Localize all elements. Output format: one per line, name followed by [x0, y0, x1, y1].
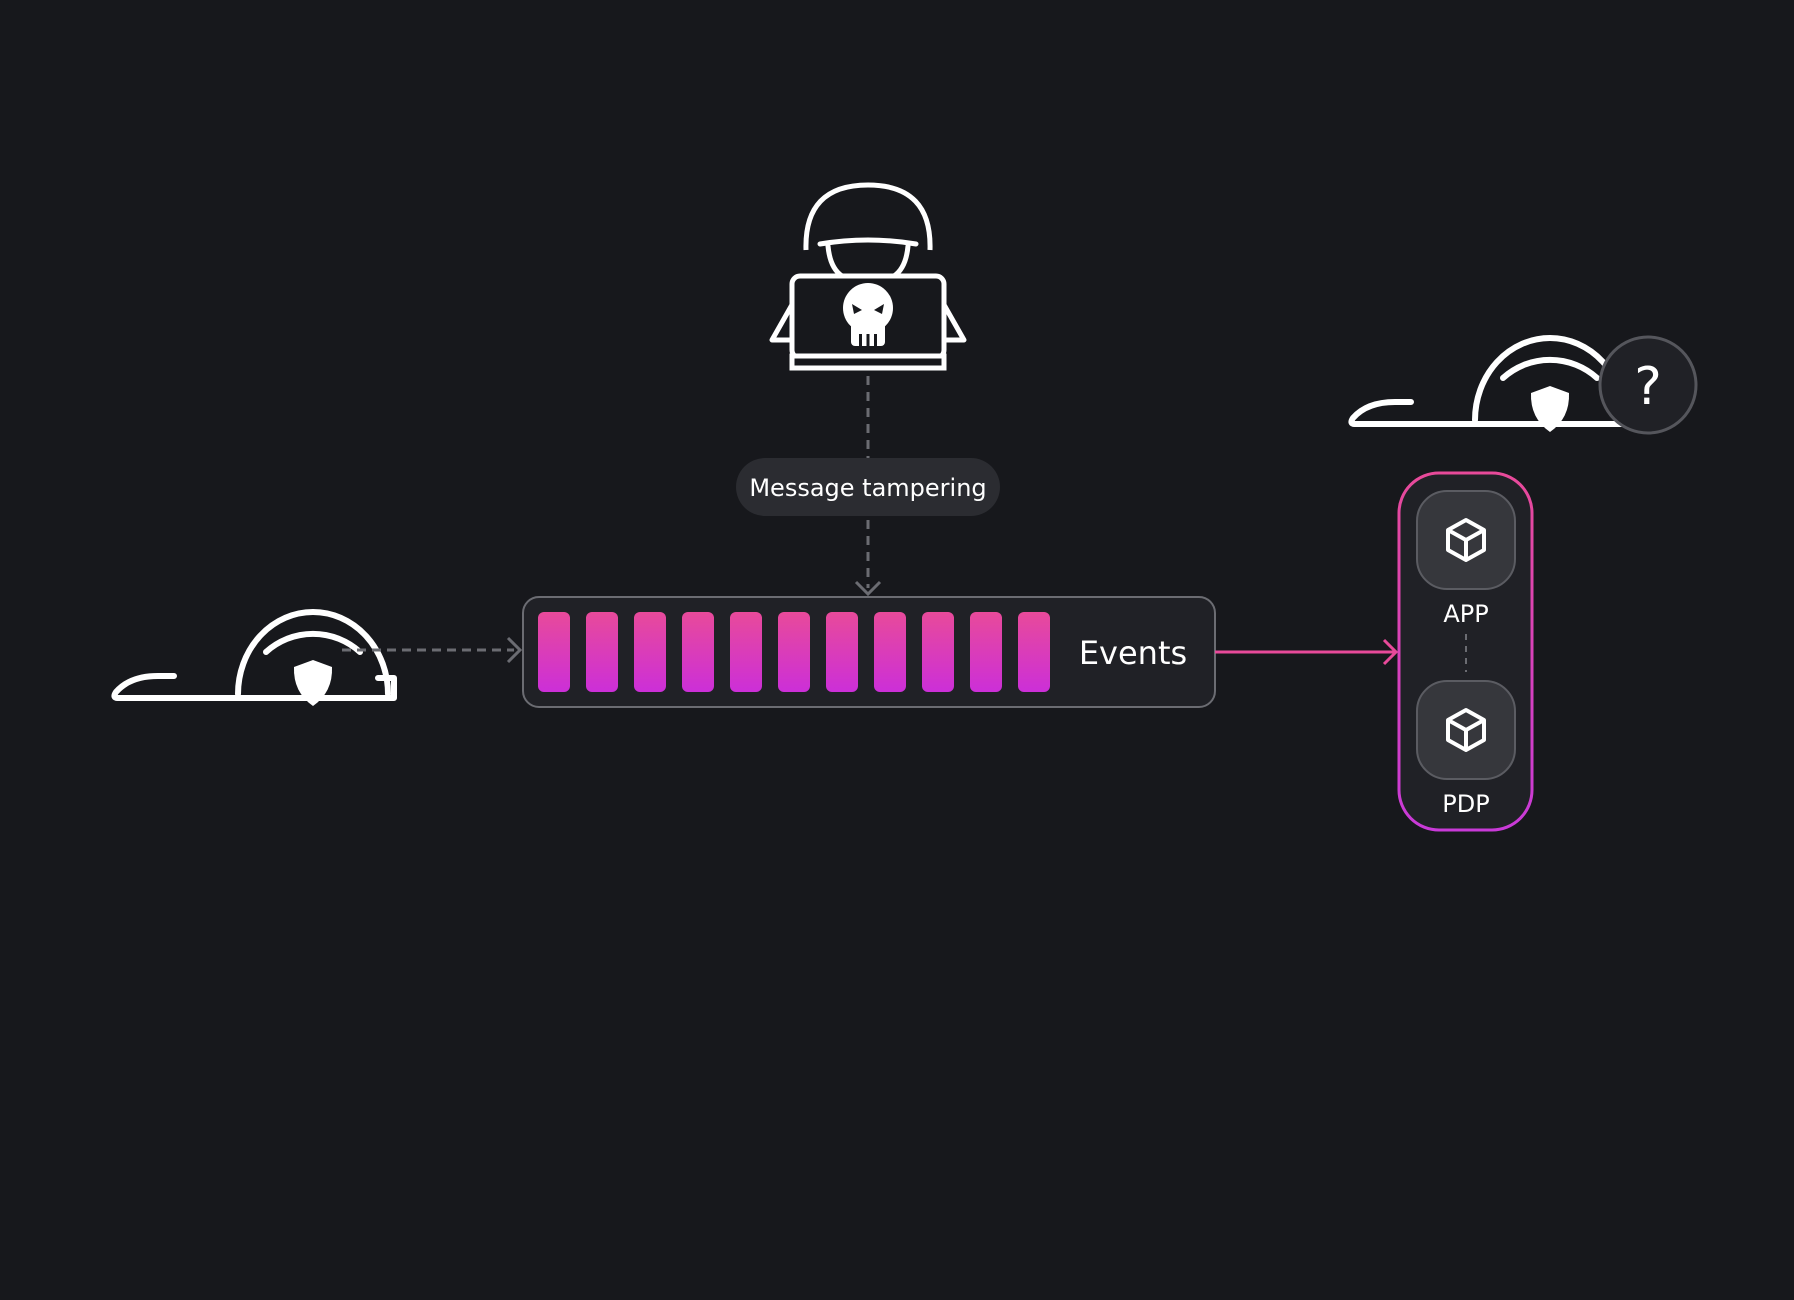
- producer-arrowhead: [506, 636, 523, 664]
- message-tampering-badge: Message tampering: [736, 458, 1000, 516]
- event-bar: [826, 612, 858, 692]
- event-bar: [970, 612, 1002, 692]
- event-bars-group: [538, 612, 1050, 692]
- event-bar: [538, 612, 570, 692]
- event-bar: [778, 612, 810, 692]
- event-bar: [730, 612, 762, 692]
- service-group: APP PDP: [1397, 471, 1534, 832]
- message-tampering-label: Message tampering: [749, 474, 986, 502]
- event-bar: [682, 612, 714, 692]
- unknown-consumer-badge: ?: [1598, 335, 1698, 435]
- attack-arrowhead: [854, 580, 882, 597]
- events-stream: Events: [522, 596, 1216, 708]
- app-label: APP: [1443, 600, 1488, 628]
- event-bar: [1018, 612, 1050, 692]
- pdp-label: PDP: [1442, 790, 1489, 818]
- consumer-hard-hat-icon: [1351, 338, 1631, 432]
- hooded-hacker-laptop-icon: [769, 182, 967, 371]
- event-bar: [586, 612, 618, 692]
- event-bar: [634, 612, 666, 692]
- event-bar: [922, 612, 954, 692]
- delivery-arrowhead: [1382, 638, 1399, 666]
- event-bar: [874, 612, 906, 692]
- question-mark-icon: ?: [1634, 357, 1662, 417]
- producer-hard-hat-icon: [114, 612, 394, 706]
- events-label: Events: [1079, 634, 1187, 672]
- pdp-node: PDP: [1416, 680, 1516, 818]
- app-node: APP: [1416, 490, 1516, 628]
